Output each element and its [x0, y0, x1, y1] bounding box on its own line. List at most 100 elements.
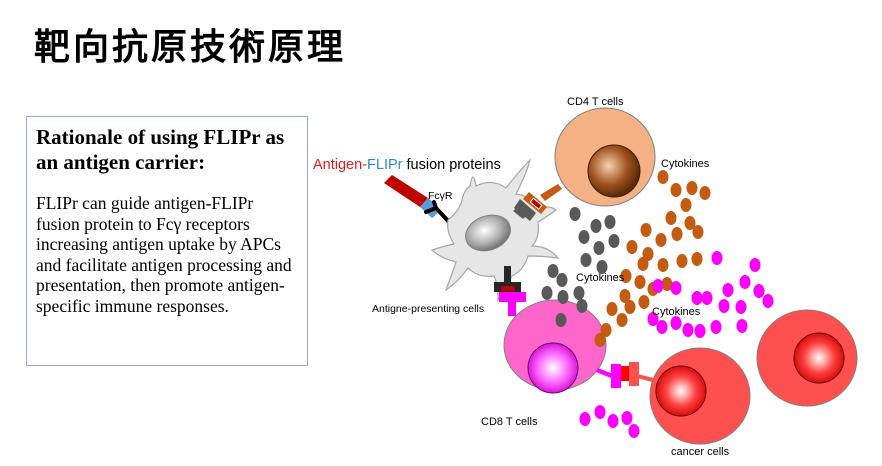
cytokine-dot	[692, 225, 704, 239]
cytokine-dot	[642, 247, 654, 261]
cytokine-dot	[661, 277, 673, 291]
cytokine-dot	[634, 275, 646, 289]
cytokine-dot	[699, 186, 711, 200]
cd4-cytokines	[594, 170, 711, 347]
page-title: 靶向抗原技術原理	[34, 26, 347, 68]
cytokine-dot	[638, 295, 650, 309]
cytokine-dot	[580, 253, 592, 267]
apc-cytokines-label: Cytokines	[576, 272, 625, 284]
cytokine-dot	[701, 291, 713, 305]
fusion-protein-label: Antigen-FLIPr fusion proteins	[313, 157, 501, 173]
cytokine-dot	[718, 299, 730, 313]
cytokine-dot	[590, 219, 602, 233]
cancer-nucleus	[655, 365, 707, 417]
cytokine-dot	[652, 279, 664, 293]
cytokine-dot	[735, 300, 747, 314]
cytokine-dot	[594, 333, 606, 347]
cytokine-dot	[578, 230, 590, 244]
cytokine-dot	[620, 269, 632, 283]
cytokine-dot	[694, 324, 706, 338]
cytokine-dot	[736, 319, 748, 333]
cd8-t-cell	[503, 299, 607, 394]
antigen-label-part: Antigen	[313, 157, 362, 173]
cytokine-dot	[556, 273, 568, 287]
cd8-label: CD8 T cells	[481, 416, 538, 428]
antigen-block	[384, 175, 428, 207]
rationale-body: FLIPr can guide antigen-FLIPr fusion pro…	[36, 193, 292, 316]
cytokine-dot	[608, 234, 620, 248]
cytokine-dot	[593, 241, 605, 255]
cytokine-dot	[722, 283, 734, 297]
cytokine-dot	[647, 312, 659, 326]
cytokine-dot	[573, 286, 585, 300]
cytokine-dot	[657, 258, 669, 272]
cytokine-dot	[626, 240, 638, 254]
rationale-heading: Rationale of using FLIPr as an antigen c…	[36, 125, 285, 174]
apc-cd8-synapse-icon	[494, 266, 526, 316]
cytokine-dot	[670, 281, 682, 295]
cancer-label: cancer cells	[671, 446, 730, 458]
cd8-cancer-synapse-icon	[596, 362, 654, 388]
cytokine-dot	[547, 264, 559, 278]
cytokine-dot	[555, 313, 567, 327]
cytokine-dot	[670, 316, 682, 330]
cytokine-dot	[691, 291, 703, 305]
rationale-box: Rationale of using FLIPr as an antigen c…	[26, 116, 308, 366]
cytokine-dot	[557, 290, 569, 304]
cancer-cell-1	[649, 347, 751, 445]
cytokine-dot	[676, 254, 688, 268]
cytokine-dot	[606, 302, 618, 316]
cancer-cell-2	[756, 309, 858, 407]
cytokine-dot	[541, 286, 553, 300]
apc-cd4-synapse-icon	[513, 184, 562, 221]
cytokine-dot	[680, 198, 692, 212]
cd8-nucleus	[527, 342, 579, 394]
cytokine-dot	[739, 275, 751, 289]
cd4-label: CD4 T cells	[567, 96, 624, 108]
cytokine-dot	[576, 299, 588, 313]
cytokine-dot	[604, 215, 616, 229]
cytokine-dot	[670, 183, 682, 197]
apc-cell	[430, 157, 560, 303]
cytokine-dot	[691, 252, 703, 266]
cytokine-dot	[711, 251, 723, 265]
cytokine-dot	[684, 216, 696, 230]
cytokine-dot	[682, 323, 694, 337]
cytokine-dot	[657, 170, 669, 184]
cytokine-dot	[616, 313, 628, 327]
cd4-nucleus	[587, 144, 641, 198]
cytokine-dot	[607, 414, 619, 428]
cd4-cytokines-label: Cytokines	[661, 158, 710, 170]
cytokine-dot	[600, 323, 612, 337]
cytokine-dot	[637, 257, 649, 271]
cytokine-dot	[624, 300, 636, 314]
cytokine-dot	[569, 207, 581, 221]
cytokine-dot	[762, 294, 774, 308]
flipr-label-part: FLIPr	[367, 157, 403, 173]
cytokine-dot	[596, 260, 608, 274]
cd8-cytokines-label: Cytokines	[652, 306, 701, 318]
fcgr-label: FcγR	[428, 190, 453, 202]
cytokine-dot	[749, 258, 761, 272]
cd8-cytokines	[579, 251, 774, 438]
cytokine-dot	[655, 233, 667, 247]
cytokine-dot	[686, 181, 698, 195]
apc-cytokines	[541, 207, 620, 327]
cytokine-dot	[619, 289, 631, 303]
cytokine-dot	[710, 320, 722, 334]
label-dash: -	[362, 157, 367, 173]
cytokine-dot	[753, 284, 765, 298]
cytokine-dot	[671, 227, 683, 241]
fusion-label-rest: fusion proteins	[402, 157, 500, 173]
cytokine-dot	[665, 211, 677, 225]
cancer-nucleus	[793, 332, 845, 384]
cytokine-dot	[640, 223, 652, 237]
cytokine-dot	[621, 411, 633, 425]
cytokine-dot	[579, 412, 591, 426]
cytokine-dot	[594, 405, 606, 419]
apc-label: Antigne-presenting cells	[372, 303, 484, 315]
apc-nucleus	[465, 214, 511, 252]
cytokine-dot	[628, 424, 640, 438]
cd4-t-cell	[554, 107, 656, 207]
